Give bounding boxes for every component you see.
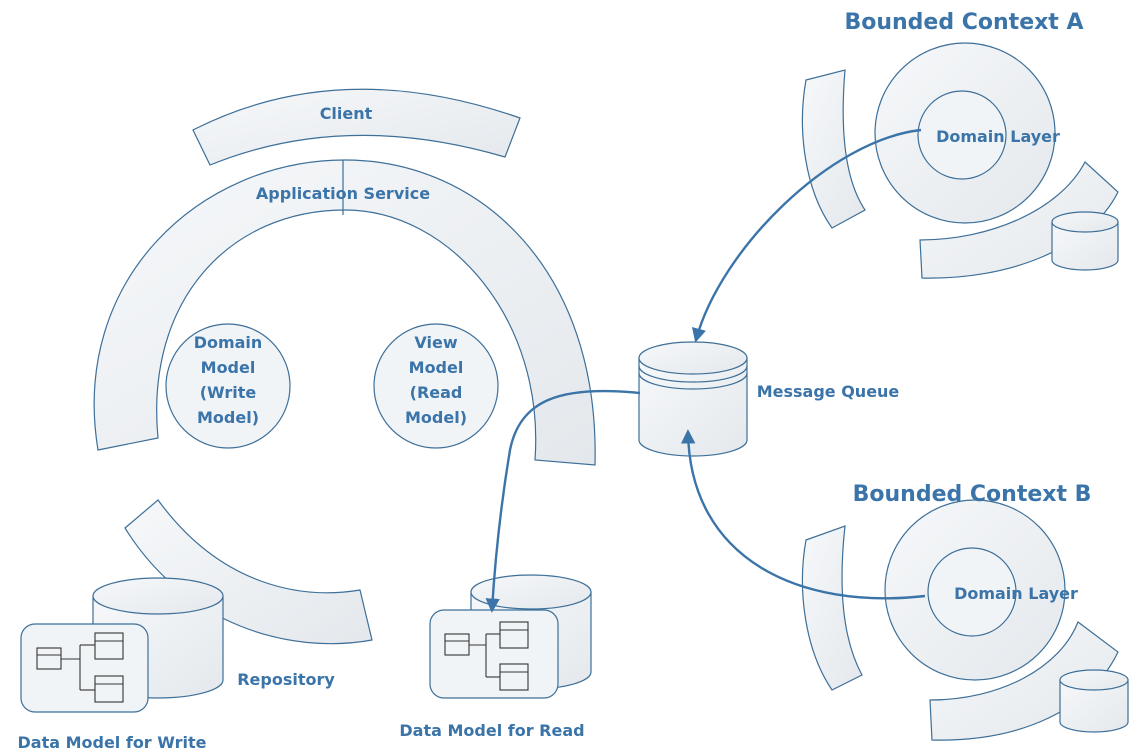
bounded-context-a-title: Bounded Context A <box>844 10 1083 35</box>
client-arc <box>192 88 521 166</box>
arrow-context-b-to-queue <box>680 429 926 600</box>
svg-text:Model: Model <box>201 358 256 377</box>
write-data-model-card <box>20 623 149 713</box>
bounded-context-b <box>801 499 1129 741</box>
data-model-read-label: Data Model for Read <box>399 721 584 740</box>
client-label: Client <box>320 104 373 123</box>
svg-text:Model): Model) <box>197 408 259 427</box>
view-model-circle <box>373 323 499 449</box>
svg-text:Model): Model) <box>405 408 467 427</box>
arrow-context-a-to-queue <box>692 128 922 343</box>
message-queue-label: Message Queue <box>757 382 900 401</box>
read-data-model-card <box>429 609 559 699</box>
bounded-context-a <box>801 42 1119 279</box>
domain-layer-a-label: Domain Layer <box>936 127 1060 146</box>
domain-layer-b-label: Domain Layer <box>954 584 1078 603</box>
view-model-label: View Model (Read Model) <box>405 333 467 427</box>
arrow-queue-to-read-model <box>485 389 641 613</box>
message-queue-cylinder <box>638 341 748 457</box>
svg-text:Domain: Domain <box>194 333 263 352</box>
bounded-context-b-title: Bounded Context B <box>853 482 1092 507</box>
repository-label: Repository <box>237 670 335 689</box>
svg-text:(Write: (Write <box>200 383 257 402</box>
domain-model-label: Domain Model (Write Model) <box>194 333 263 427</box>
svg-text:(Read: (Read <box>410 383 463 402</box>
domain-model-circle <box>165 323 291 449</box>
application-service-arc <box>93 159 596 466</box>
svg-text:Model: Model <box>409 358 464 377</box>
data-model-write-label: Data Model for Write <box>17 733 206 752</box>
application-service-label: Application Service <box>256 184 430 203</box>
svg-text:View: View <box>414 333 457 352</box>
